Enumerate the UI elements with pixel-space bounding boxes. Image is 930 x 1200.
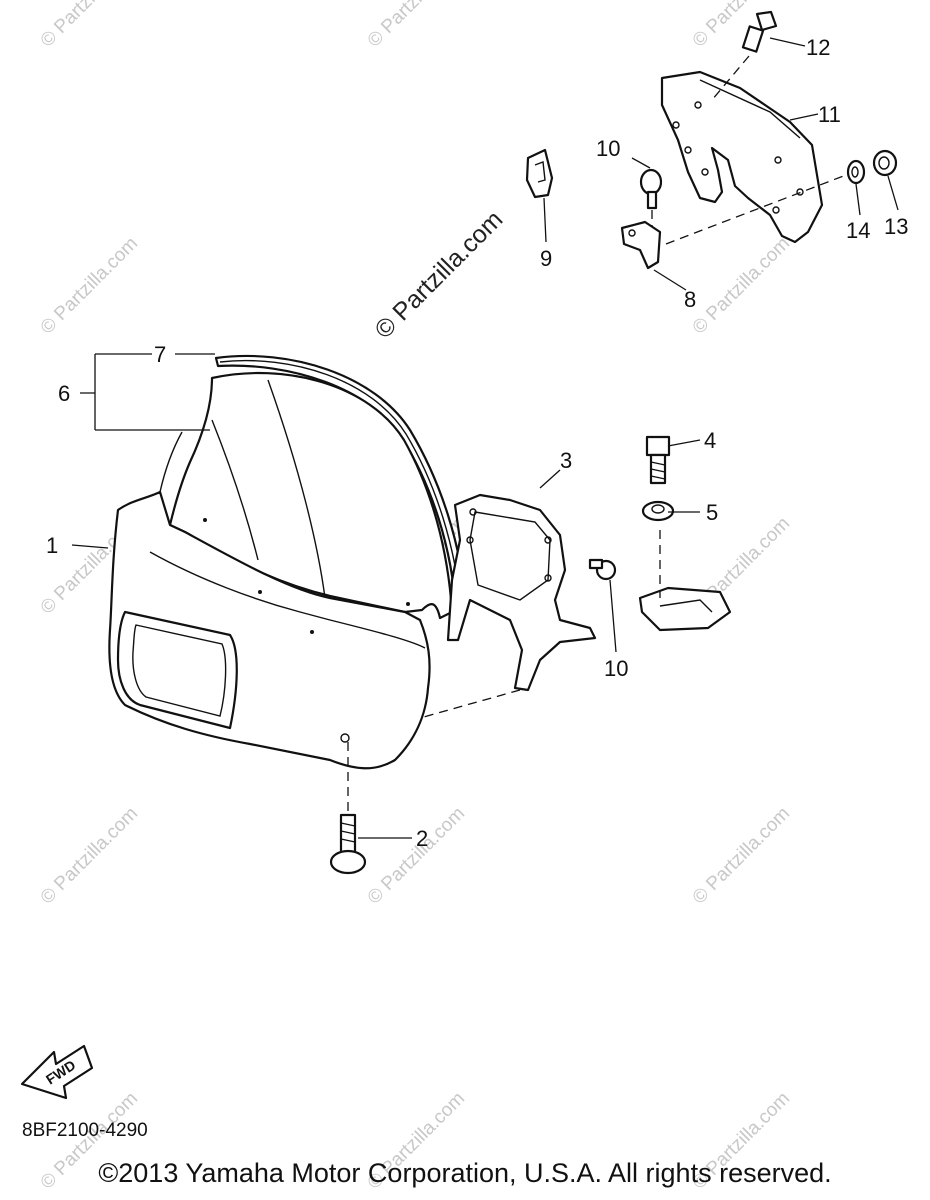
- callout-5: 5: [706, 500, 718, 525]
- callout-2: 2: [416, 826, 428, 851]
- part-2-bolt: [329, 813, 367, 875]
- callout-7: 7: [154, 342, 166, 367]
- watermark: © Partzilla.com: [37, 0, 142, 52]
- watermark: © Partzilla.com: [37, 233, 142, 338]
- part-1-cowling: [108, 431, 431, 770]
- part-5-washer: [641, 500, 675, 522]
- watermark: © Partzilla.com: [37, 803, 142, 908]
- part-8-clip: [620, 220, 662, 270]
- part-14-washer: [846, 159, 866, 185]
- callout-3: 3: [560, 448, 572, 473]
- copyright-notice: ©2013 Yamaha Motor Corporation, U.S.A. A…: [98, 1158, 832, 1188]
- part-10-screw-lower: [588, 558, 617, 581]
- callout-13: 13: [884, 214, 908, 239]
- callout-10-upper: 10: [596, 136, 620, 161]
- callout-8: 8: [684, 287, 696, 312]
- callout-6: 6: [58, 381, 70, 406]
- callout-11: 11: [818, 102, 841, 127]
- part-9-clip: [525, 148, 554, 199]
- callout-4: 4: [704, 428, 716, 453]
- part-3-bracket: [446, 493, 597, 692]
- part-12-bolt: [741, 10, 778, 53]
- fwd-arrow-icon: FWD: [20, 1044, 94, 1100]
- part-10-screw-upper: [639, 168, 663, 210]
- callouts: 1 2 3 4 5 6 7 8 9 10 10 11 12 13 14: [46, 35, 908, 851]
- callout-9: 9: [540, 246, 552, 271]
- leader-lines: [71, 37, 899, 839]
- part-11-stay: [660, 70, 824, 244]
- part-4-bolt: [645, 435, 671, 485]
- part-13-nut: [872, 149, 898, 177]
- mount-plate: [638, 586, 732, 632]
- callout-10-lower: 10: [604, 656, 628, 681]
- watermark: © Partzilla.com: [364, 0, 469, 52]
- watermark: © Partzilla.com: [689, 0, 794, 52]
- part-6-windscreen: [168, 371, 454, 620]
- watermark: © Partzilla.com: [689, 803, 794, 908]
- watermark: © Partzilla.com: [689, 233, 794, 338]
- diagram-code: 8BF2100-4290: [22, 1120, 148, 1141]
- watermark: © Partzilla.com: [364, 803, 469, 908]
- callout-1: 1: [46, 533, 58, 558]
- callout-14: 14: [846, 218, 870, 243]
- watermark-center: © Partzilla.com: [369, 205, 508, 344]
- assembly-lines: [347, 55, 847, 812]
- callout-12: 12: [806, 35, 830, 60]
